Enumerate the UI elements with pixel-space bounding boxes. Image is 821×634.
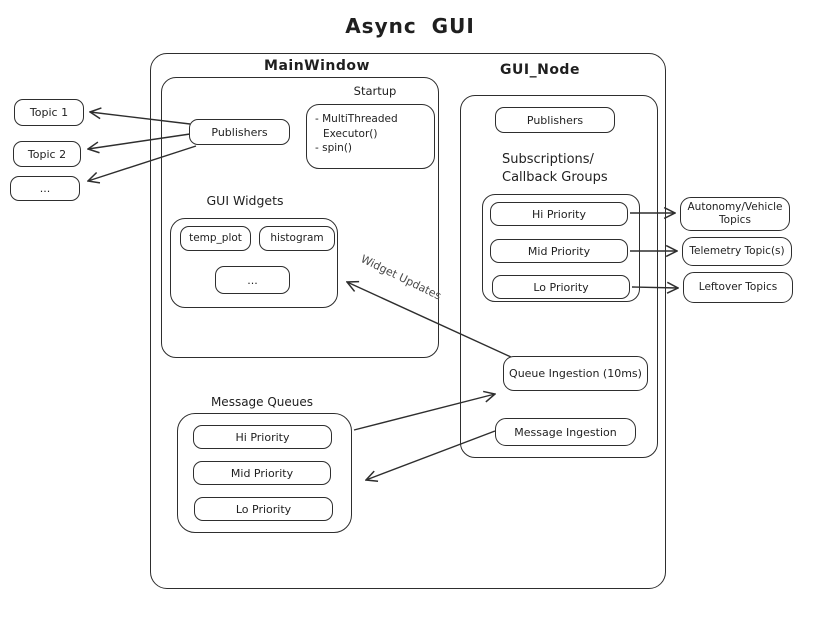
message-queues-box bbox=[177, 413, 352, 533]
callback-groups-box bbox=[482, 194, 640, 302]
autonomy-vehicle-topics-box: Autonomy/Vehicle Topics bbox=[680, 197, 790, 231]
telemetry-topics-box: Telemetry Topic(s) bbox=[682, 237, 792, 266]
startup-line: - MultiThreaded bbox=[315, 113, 398, 125]
widget-histogram-box: histogram bbox=[259, 226, 335, 251]
startup-label: Startup bbox=[353, 84, 397, 98]
widget-temp-plot-box: temp_plot bbox=[180, 226, 251, 251]
subscription-mid-priority-box: Mid Priority bbox=[490, 239, 628, 263]
message-queues-label: Message Queues bbox=[210, 395, 314, 409]
mainwindow-publishers-box: Publishers bbox=[189, 119, 290, 145]
mainwindow-label: MainWindow bbox=[264, 58, 370, 74]
startup-line: Executor() bbox=[323, 127, 378, 140]
gui-node-label: GUI_Node bbox=[500, 62, 580, 78]
gui-node-box bbox=[460, 95, 658, 458]
queue-hi-priority-box: Hi Priority bbox=[193, 425, 332, 449]
message-ingestion-box: Message Ingestion bbox=[495, 418, 636, 446]
arrow-ingestion-to-queues bbox=[366, 430, 496, 480]
subscriptions-label: Subscriptions/ Callback Groups bbox=[502, 151, 642, 186]
topic-2-box: Topic 2 bbox=[13, 141, 81, 167]
topic-1-box: Topic 1 bbox=[14, 99, 84, 126]
startup-line: - spin() bbox=[315, 142, 353, 154]
arrow-publishers-to-topic2 bbox=[88, 133, 191, 149]
gui-widgets-box bbox=[170, 218, 338, 308]
gui-widgets-label: GUI Widgets bbox=[206, 193, 284, 208]
subscription-hi-priority-box: Hi Priority bbox=[490, 202, 628, 226]
outer-system-box bbox=[150, 53, 666, 589]
subscriptions-label-line1: Subscriptions/ bbox=[502, 152, 594, 167]
gui-node-publishers-box: Publishers bbox=[495, 107, 615, 133]
startup-text: - MultiThreaded Executor() - spin() bbox=[315, 112, 433, 156]
subscription-lo-priority-box: Lo Priority bbox=[492, 275, 630, 299]
arrow-widget-updates bbox=[347, 282, 512, 358]
startup-box bbox=[306, 104, 435, 169]
queue-lo-priority-box: Lo Priority bbox=[194, 497, 333, 521]
subscriptions-label-line2: Callback Groups bbox=[502, 169, 608, 185]
arrow-publishers-to-topic3 bbox=[88, 145, 197, 181]
arrow-publishers-to-topic1 bbox=[90, 112, 191, 125]
queue-ingestion-box: Queue Ingestion (10ms) bbox=[503, 356, 648, 391]
diagram-title: Async GUI bbox=[345, 14, 475, 38]
arrow-queues-to-ingestion bbox=[353, 394, 495, 431]
leftover-topics-box: Leftover Topics bbox=[683, 272, 793, 303]
mainwindow-box bbox=[161, 77, 439, 358]
queue-mid-priority-box: Mid Priority bbox=[193, 461, 331, 485]
topic-more-box: ... bbox=[10, 176, 80, 201]
widget-more-box: ... bbox=[215, 266, 290, 294]
